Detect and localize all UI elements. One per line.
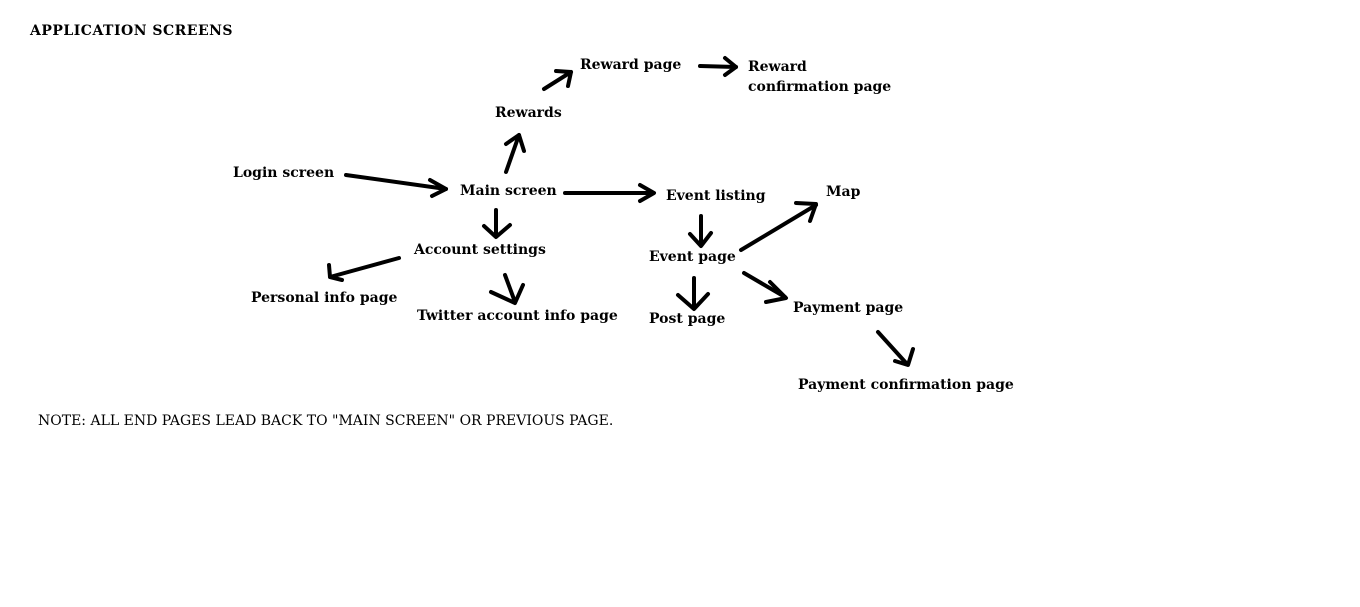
node-login-screen: Login screen (233, 165, 335, 181)
arrow-login-to-main (344, 173, 448, 198)
arrow-main-to-event-listing (563, 183, 656, 203)
node-map: Map (826, 184, 861, 200)
node-twitter-account-info-page: Twitter account info page (417, 308, 618, 324)
arrow-account-to-twitter-info (489, 273, 525, 305)
arrow-main-to-rewards (504, 133, 526, 174)
node-rewards: Rewards (495, 105, 562, 121)
node-reward-confirmation-line1: Reward (748, 59, 807, 75)
arrow-event-listing-to-event-page (688, 214, 713, 248)
footnote: NOTE: ALL END PAGES LEAD BACK TO "MAIN S… (38, 413, 614, 429)
node-post-page: Post page (649, 311, 726, 327)
node-reward-page: Reward page (580, 57, 682, 73)
arrow-event-page-to-post-page (676, 276, 710, 311)
arrow-event-page-to-map (739, 201, 818, 252)
node-personal-info-page: Personal info page (251, 290, 398, 306)
node-payment-page: Payment page (793, 300, 904, 316)
node-reward-confirmation-line2: confirmation page (748, 79, 892, 95)
arrow-account-to-personal-info (327, 256, 401, 282)
node-account-settings: Account settings (414, 242, 546, 258)
node-main-screen: Main screen (460, 183, 557, 199)
node-event-listing: Event listing (666, 188, 766, 204)
arrow-main-to-account-settings (482, 208, 512, 239)
arrow-rewards-to-reward-page (542, 69, 573, 91)
arrow-payment-to-payment-confirmation (876, 330, 915, 367)
arrow-event-page-to-payment-page (742, 271, 788, 304)
diagram-title: APPLICATION SCREENS (30, 23, 234, 39)
arrow-reward-page-to-confirmation (698, 56, 738, 77)
node-payment-confirmation-page: Payment confirmation page (798, 377, 1014, 393)
node-event-page: Event page (649, 249, 736, 265)
